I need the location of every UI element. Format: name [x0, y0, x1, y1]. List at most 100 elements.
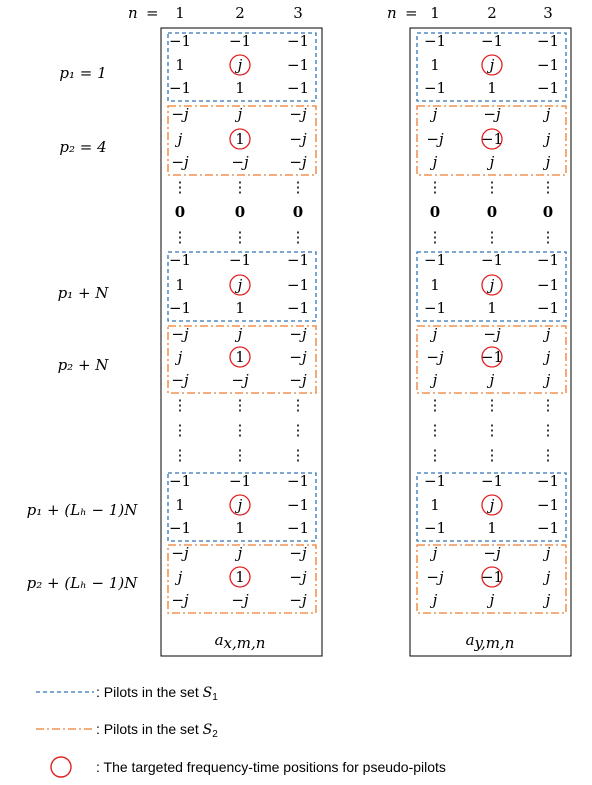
legend-item-set1: : Pilots in the set S1 [36, 684, 218, 703]
matrix-cell: −j [289, 568, 307, 586]
matrix-cell: −1 [169, 79, 191, 97]
pseudo-pilot-circle [481, 346, 503, 368]
matrix-cell: j [487, 276, 495, 294]
matrix-cell: −j [171, 544, 189, 562]
matrix-cell: j [543, 591, 551, 609]
matrix-cell: −1 [481, 348, 503, 366]
header-right: n = 1 2 3 [387, 4, 553, 22]
matrix-cell: −1 [537, 299, 559, 317]
matrix-cell: −j [483, 325, 501, 343]
matrix-cell: −1 [537, 276, 559, 294]
legend-text-circle: : The targeted frequency-time positions … [96, 759, 446, 775]
pilot-set-2-box [416, 544, 567, 614]
matrix-cell: −1 [537, 519, 559, 537]
pseudo-pilot-circle [229, 566, 251, 588]
matrix-cell: −1 [537, 251, 559, 269]
matrix-cell: 0 [543, 203, 553, 221]
matrix-cell: j [543, 568, 551, 586]
matrix-cell: ⋮ [233, 396, 248, 414]
matrix-cell: −j [231, 371, 249, 389]
matrix-cell: j [487, 371, 495, 389]
pilot-set-1-box [416, 251, 567, 322]
row-label-p2-plus-n: p₂ + N [58, 356, 110, 374]
matrix-cell: −j [483, 105, 501, 123]
matrix-cell: ⋮ [428, 228, 443, 246]
matrix-cell: 0 [175, 203, 185, 221]
matrix-cell: j [487, 591, 495, 609]
matrix-cell: −j [426, 568, 444, 586]
matrix-cell: −1 [481, 251, 503, 269]
pseudo-pilot-circle [481, 128, 503, 150]
matrix-cell: −1 [287, 519, 309, 537]
matrix-cell: 1 [235, 348, 245, 366]
matrix-cell: j [543, 544, 551, 562]
matrix-cell: j [543, 371, 551, 389]
matrix-cell: −1 [424, 472, 446, 490]
matrix-cell: 1 [175, 276, 185, 294]
matrix-cell: −1 [481, 472, 503, 490]
matrix-cell: −j [289, 544, 307, 562]
pilot-set-1-box [167, 472, 317, 542]
matrix-cell: −1 [287, 276, 309, 294]
matrix-cell: −1 [169, 472, 191, 490]
matrix-cell: −1 [169, 32, 191, 50]
matrix-cell: j [175, 568, 183, 586]
matrix-cell: −1 [287, 79, 309, 97]
matrix-cell: −j [426, 130, 444, 148]
matrix-cell: 1 [235, 299, 245, 317]
row-labels: p₁ = 1 p₂ = 4 p₁ + N p₂ + N p₁ + (Lₕ − 1… [27, 64, 139, 592]
n-equals: = [146, 4, 159, 22]
matrix-cell: −j [171, 105, 189, 123]
pilot-set-2-box [167, 325, 317, 394]
matrix-cell: ⋮ [233, 446, 248, 464]
matrix-cell: 1 [430, 56, 440, 74]
matrix-cell: ⋮ [233, 178, 248, 196]
matrix-cell: −1 [169, 299, 191, 317]
matrix-cell: −j [171, 591, 189, 609]
matrix-cell: j [430, 591, 438, 609]
pilot-set-1-box [167, 32, 317, 102]
matrix-cell: ⋮ [428, 446, 443, 464]
matrix-cell: −1 [287, 32, 309, 50]
matrix-cell: −1 [537, 79, 559, 97]
matrix-cell: −1 [287, 299, 309, 317]
pseudo-pilot-circle [481, 494, 503, 516]
matrix-cell: 1 [487, 79, 497, 97]
matrix-cell: 1 [235, 130, 245, 148]
matrix-cell: −1 [229, 472, 251, 490]
matrix-cell: 1 [175, 56, 185, 74]
red-circle-icon [50, 756, 72, 778]
matrix-cell: j [543, 105, 551, 123]
matrix-cell: ⋮ [233, 228, 248, 246]
matrix-cell: j [175, 130, 183, 148]
matrix-cell: j [543, 153, 551, 171]
matrix-cell: 1 [235, 79, 245, 97]
panel-label: ay,m,n [466, 631, 515, 652]
panel-border [409, 27, 572, 657]
pilot-set-1-box [416, 32, 567, 102]
matrix-cell: ⋮ [428, 421, 443, 439]
n-equals: = [405, 4, 418, 22]
matrix-cell: ⋮ [541, 228, 556, 246]
legend-text-set1: : Pilots in the set S1 [96, 684, 218, 703]
matrix-cell: −j [289, 591, 307, 609]
pilot-set-2-box [167, 544, 317, 614]
matrix-cell: −j [171, 371, 189, 389]
matrix-cell: −j [426, 348, 444, 366]
matrix-cell: j [487, 153, 495, 171]
matrix-cell: j [235, 56, 243, 74]
pilot-set-2-box [167, 105, 317, 176]
pilot-set-boxes [416, 32, 567, 614]
column-header-1: 1 [175, 4, 185, 22]
matrix-cell: −1 [287, 251, 309, 269]
matrix-cell: 1 [175, 496, 185, 514]
pilot-set-1-box [416, 472, 567, 542]
matrix-cell: 0 [487, 203, 497, 221]
header-left: n = 1 2 3 [128, 4, 303, 22]
row-label-p2-plus-lh: p₂ + (Lₕ − 1)N [27, 574, 139, 592]
matrix-cell: −j [289, 371, 307, 389]
n-label: n [128, 4, 138, 22]
column-header-1: 1 [430, 4, 440, 22]
